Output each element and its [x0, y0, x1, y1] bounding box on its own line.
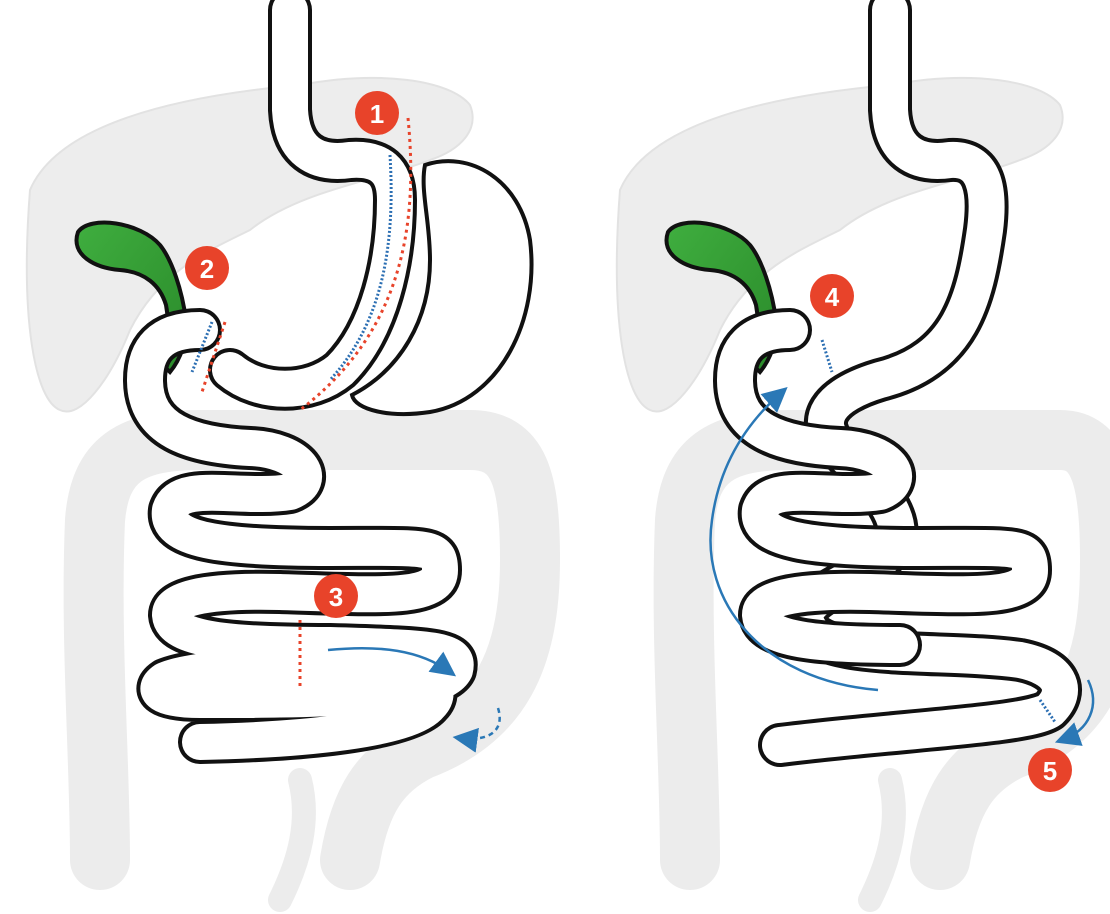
marker-1: 1 — [355, 91, 399, 135]
marker-2: 2 — [185, 246, 229, 290]
left-panel: 1 2 3 — [27, 10, 532, 900]
marker-5: 5 — [1028, 748, 1072, 792]
svg-text:1: 1 — [370, 99, 384, 129]
marker-4: 4 — [810, 274, 854, 318]
right-panel: 4 5 — [617, 10, 1110, 900]
svg-text:2: 2 — [200, 254, 214, 284]
marker-3: 3 — [314, 574, 358, 618]
svg-text:3: 3 — [329, 582, 343, 612]
svg-text:4: 4 — [825, 282, 840, 312]
svg-text:5: 5 — [1043, 756, 1057, 786]
